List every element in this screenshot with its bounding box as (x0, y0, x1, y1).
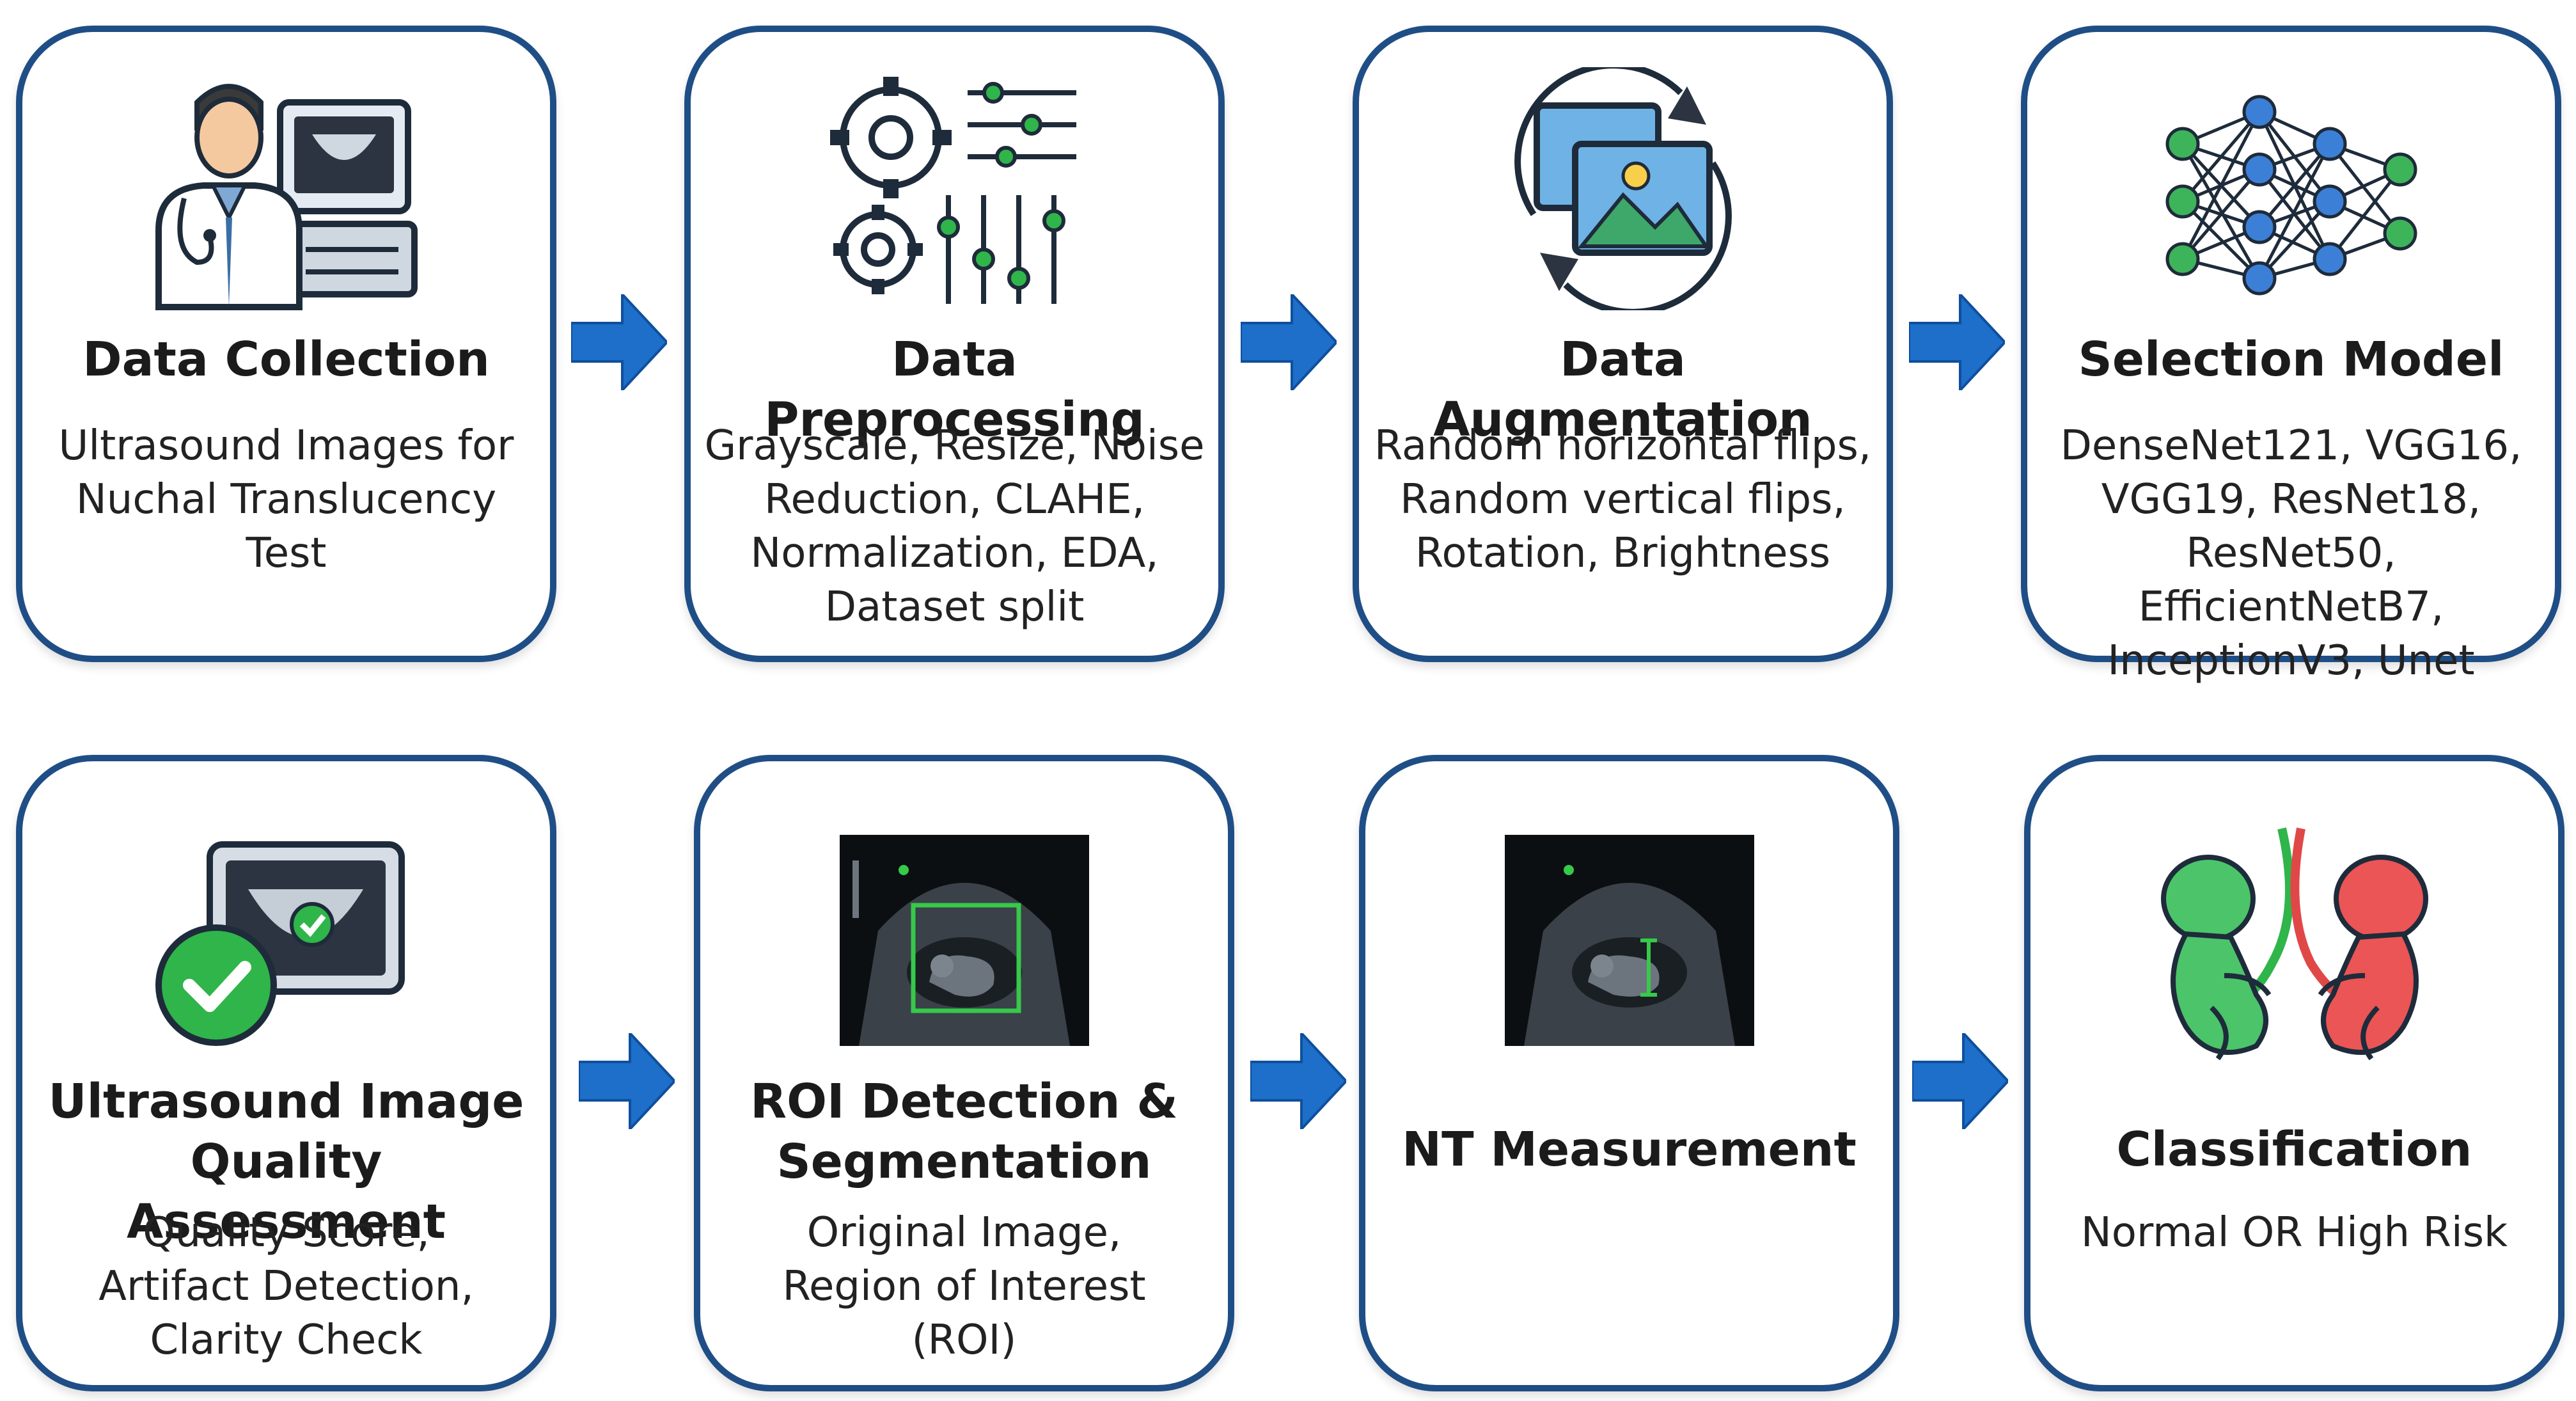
step-title: Selection Model (2078, 332, 2504, 387)
flow-arrow (1249, 1032, 1347, 1130)
step-description: Normal OR High Risk (2043, 1206, 2545, 1260)
title-line: NT Measurement (1402, 1122, 1857, 1177)
step-card-nt-measurement: NT Measurement (1359, 755, 1899, 1391)
step-title: ROI Detection & Segmentation (713, 1072, 1215, 1192)
title-line: Ultrasound Image (48, 1074, 524, 1129)
step-title: Classification (2043, 1120, 2545, 1180)
title-line: Segmentation (776, 1134, 1152, 1189)
step-description: Random horizontal flips, Random vertical… (1372, 419, 1874, 580)
step-card-data-augmentation: Data Augmentation Random horizontal flip… (1353, 26, 1893, 662)
desc-line: Quality Score, (143, 1209, 430, 1256)
gears-sliders-icon (829, 77, 1076, 304)
desc-line: VGG19, ResNet18, (2101, 476, 2481, 523)
fetus-pair-icon (2160, 827, 2428, 1061)
step-description: Ultrasound Images for Nuchal Translucenc… (35, 419, 537, 580)
desc-line: Random horizontal flips, (1374, 422, 1872, 470)
step-card-classification: Classification Normal OR High Risk (2024, 755, 2564, 1391)
desc-line: Random vertical flips, (1400, 476, 1846, 523)
step-description: Quality Score, Artifact Detection, Clari… (35, 1206, 537, 1367)
step-card-data-preprocessing: Data Preprocessing Grayscale, Resize, No… (684, 26, 1225, 662)
step-description: DenseNet121, VGG16, VGG19, ResNet18, Res… (2040, 419, 2542, 688)
desc-line: DenseNet121, VGG16, (2060, 422, 2522, 470)
step-title: NT Measurement (1378, 1120, 1880, 1180)
doctor-ultrasound-icon (155, 84, 418, 310)
step-description: Original Image, Region of Interest (ROI) (713, 1206, 1215, 1367)
step-title: Data Collection (82, 332, 490, 387)
desc-line: Reduction, CLAHE, (764, 476, 1145, 523)
desc-line: Test (246, 530, 327, 577)
image-rotate-icon (1514, 67, 1732, 310)
flow-arrow (577, 1032, 676, 1130)
title-line: ROI Detection & (750, 1074, 1178, 1129)
step-card-selection-model: Selection Model DenseNet121, VGG16, VGG1… (2021, 26, 2561, 685)
desc-line: (ROI) (911, 1317, 1017, 1364)
step-description: Grayscale, Resize, Noise Reduction, CLAH… (703, 419, 1206, 634)
step-title: Data Preprocessing (764, 332, 1145, 447)
desc-line: Region of Interest (782, 1263, 1146, 1310)
step-card-quality-assessment: Ultrasound Image Quality Assessment Qual… (16, 755, 556, 1391)
monitor-check-icon (155, 841, 405, 1046)
ultrasound-roi-icon (839, 835, 1089, 1046)
step-title: Data Augmentation (1433, 332, 1812, 447)
desc-line: Nuchal Translucency (75, 476, 497, 523)
step-card-data-collection: Data Collection Ultrasound Images for Nu… (16, 26, 556, 662)
flow-arrow (1239, 293, 1338, 392)
step-title: Ultrasound Image Quality Assessment (35, 1072, 537, 1252)
title-line: Quality Assessment (127, 1134, 446, 1249)
flow-arrow (1908, 293, 2006, 392)
desc-line: Clarity Check (150, 1317, 423, 1364)
desc-line: InceptionV3, Unet (2107, 637, 2475, 685)
desc-line: Ultrasound Images for (58, 422, 514, 470)
desc-line: Original Image, (806, 1209, 1122, 1256)
title-line: Classification (2116, 1122, 2472, 1177)
desc-line: ResNet50, EfficientNetB7, (2138, 530, 2444, 631)
desc-line: Grayscale, Resize, Noise (704, 422, 1205, 470)
desc-line: Artifact Detection, (98, 1263, 474, 1310)
neural-network-icon (2165, 95, 2417, 296)
flow-arrow (570, 293, 668, 392)
step-card-roi-detection: ROI Detection & Segmentation Original Im… (694, 755, 1234, 1391)
desc-line: Normalization, EDA, (750, 530, 1159, 577)
desc-line: Normal OR High Risk (2080, 1209, 2508, 1256)
desc-line: Rotation, Brightness (1415, 530, 1831, 577)
ultrasound-measure-icon (1504, 835, 1754, 1046)
flow-arrow (1911, 1032, 2009, 1130)
desc-line: Dataset split (824, 583, 1085, 631)
